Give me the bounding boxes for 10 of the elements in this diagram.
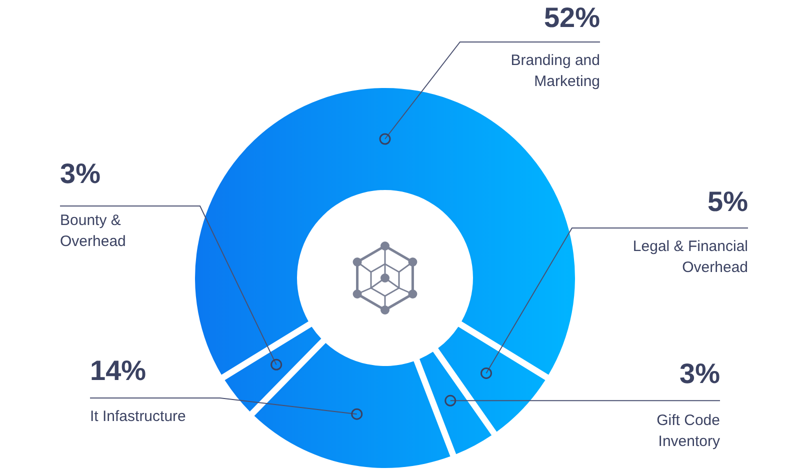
category-label: Legal & Financial Overhead (632, 237, 748, 278)
percentage-label: 5% (708, 186, 748, 218)
category-label: Gift Code Inventory (656, 411, 720, 452)
category-label: Bounty & Overhead (60, 211, 127, 252)
category-label: It Infastructure (90, 407, 187, 427)
percentage-label: 3% (680, 358, 720, 390)
percentage-label: 14% (90, 355, 146, 387)
category-label: Branding and Marketing (510, 51, 600, 92)
percentage-label: 3% (60, 158, 100, 190)
percentage-label: 52% (544, 2, 600, 34)
